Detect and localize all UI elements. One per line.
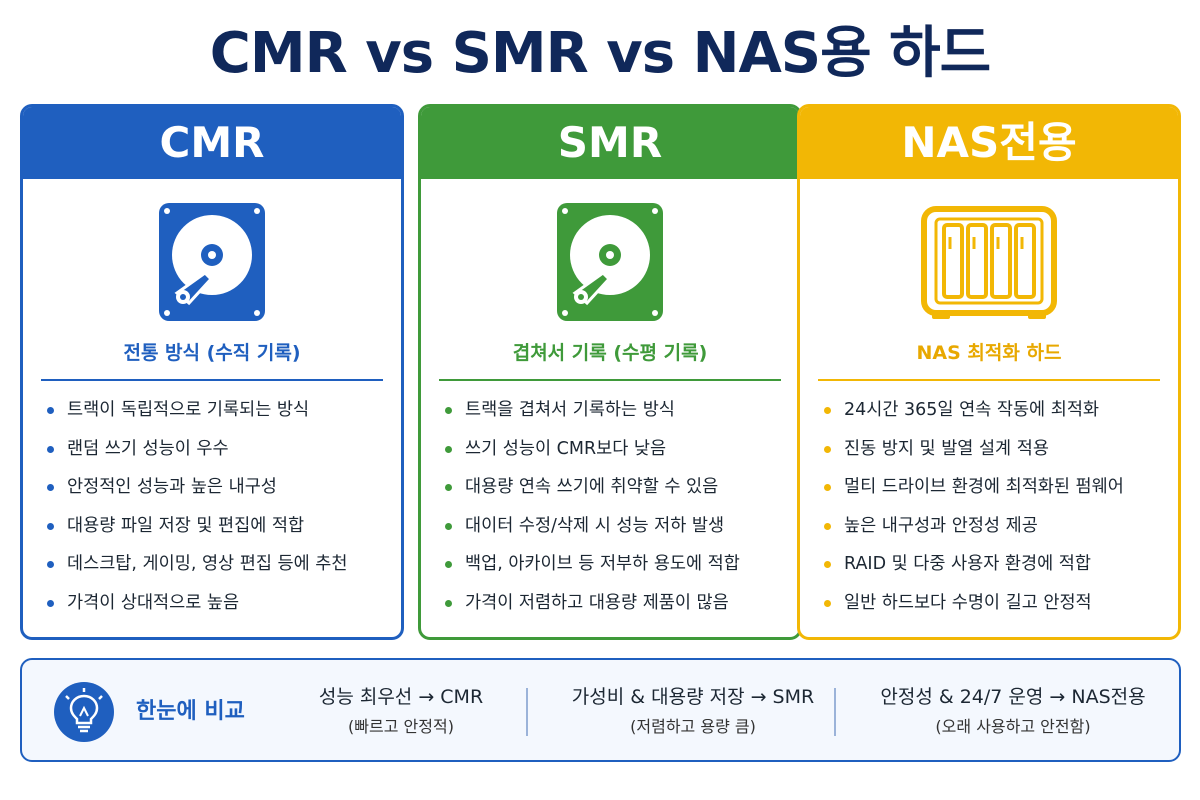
list-item: 가격이 저렴하고 대용량 제품이 많음 — [445, 588, 799, 627]
list-item: 높은 내구성과 안정성 제공 — [824, 511, 1178, 550]
list-item: 24시간 365일 연속 작동에 최적화 — [824, 395, 1178, 434]
nas-enclosure-icon — [921, 206, 1057, 319]
comparison-panel: 한눈에 비교 성능 최우선 → CMR (빠르고 안정적) 가성비 & 대용량 … — [20, 658, 1181, 762]
list-item: 일반 하드보다 수명이 길고 안정적 — [824, 588, 1178, 627]
comparison-main: 안정성 & 24/7 운영 → NAS전용 — [880, 686, 1146, 708]
card-header: SMR — [421, 107, 799, 179]
divider — [834, 688, 836, 736]
hard-drive-icon — [557, 203, 663, 321]
list-item: 백업, 아카이브 등 저부하 용도에 적합 — [445, 549, 799, 588]
card-subtitle: 겹쳐서 기록 (수평 기록) — [512, 342, 708, 364]
divider — [41, 379, 383, 381]
card-subtitle: NAS 최적화 하드 — [916, 342, 1062, 364]
comparison-item-nas: 안정성 & 24/7 운영 → NAS전용 (오래 사용하고 안전함) — [848, 680, 1178, 740]
feature-list: 트랙이 독립적으로 기록되는 방식 랜덤 쓰기 성능이 우수 안정적인 성능과 … — [47, 395, 401, 626]
list-item: 가격이 상대적으로 높음 — [47, 588, 401, 627]
comparison-item-smr: 가성비 & 대용량 저장 → SMR (저렴하고 용량 큼) — [548, 680, 838, 740]
list-item: 대용량 파일 저장 및 편집에 적합 — [47, 511, 401, 550]
card-header: NAS전용 — [800, 107, 1178, 179]
list-item: 대이터 수정/삭제 시 성능 저하 발생 — [445, 511, 799, 550]
comparison-label: 한눈에 비교 — [136, 699, 245, 724]
list-item: 쓰기 성능이 CMR보다 낮음 — [445, 434, 799, 473]
comparison-sub: (저렴하고 용량 큼) — [630, 717, 756, 736]
divider — [818, 379, 1160, 381]
divider — [439, 379, 781, 381]
comparison-sub: (빠르고 안정적) — [348, 717, 454, 736]
card-subtitle: 전통 방식 (수직 기록) — [123, 342, 301, 364]
list-item: 대용량 연속 쓰기에 취약할 수 있음 — [445, 472, 799, 511]
list-item: 트랙이 독립적으로 기록되는 방식 — [47, 395, 401, 434]
list-item: 데스크탑, 게이밍, 영상 편집 등에 추천 — [47, 549, 401, 588]
list-item: 진동 방지 및 발열 설계 적용 — [824, 434, 1178, 473]
list-item: 랜덤 쓰기 성능이 우수 — [47, 434, 401, 473]
list-item: RAID 및 다중 사용자 환경에 적합 — [824, 549, 1178, 588]
divider — [526, 688, 528, 736]
feature-list: 24시간 365일 연속 작동에 최적화 진동 방지 및 발열 설계 적용 멀티… — [824, 395, 1178, 626]
feature-list: 트랙을 겹쳐서 기록하는 방식 쓰기 성능이 CMR보다 낮음 대용량 연속 쓰… — [445, 395, 799, 626]
page-title: CMR vs SMR vs NAS용 하드 — [209, 21, 991, 86]
comparison-item-cmr: 성능 최우선 → CMR (빠르고 안정적) — [276, 680, 526, 740]
comparison-main: 가성비 & 대용량 저장 → SMR — [571, 686, 815, 708]
list-item: 트랙을 겹쳐서 기록하는 방식 — [445, 395, 799, 434]
card-cmr: CMR 전통 방식 (수직 기록) 트랙이 독립적으로 기록되는 방식 랜덤 쓰… — [20, 104, 404, 640]
card-nas: NAS전용 NAS 최적화 하드 24시간 365일 연속 작동에 최적화 진동… — [797, 104, 1181, 640]
card-smr: SMR 겹쳐서 기록 (수평 기록) 트랙을 겹쳐서 기록하는 방식 쓰기 성능… — [418, 104, 802, 640]
list-item: 안정적인 성능과 높은 내구성 — [47, 472, 401, 511]
card-header: CMR — [23, 107, 401, 179]
comparison-sub: (오래 사용하고 안전함) — [935, 717, 1091, 736]
list-item: 멀티 드라이브 환경에 최적화된 펌웨어 — [824, 472, 1178, 511]
comparison-main: 성능 최우선 → CMR — [318, 686, 484, 708]
lightbulb-icon — [54, 682, 114, 742]
hard-drive-icon — [159, 203, 265, 321]
